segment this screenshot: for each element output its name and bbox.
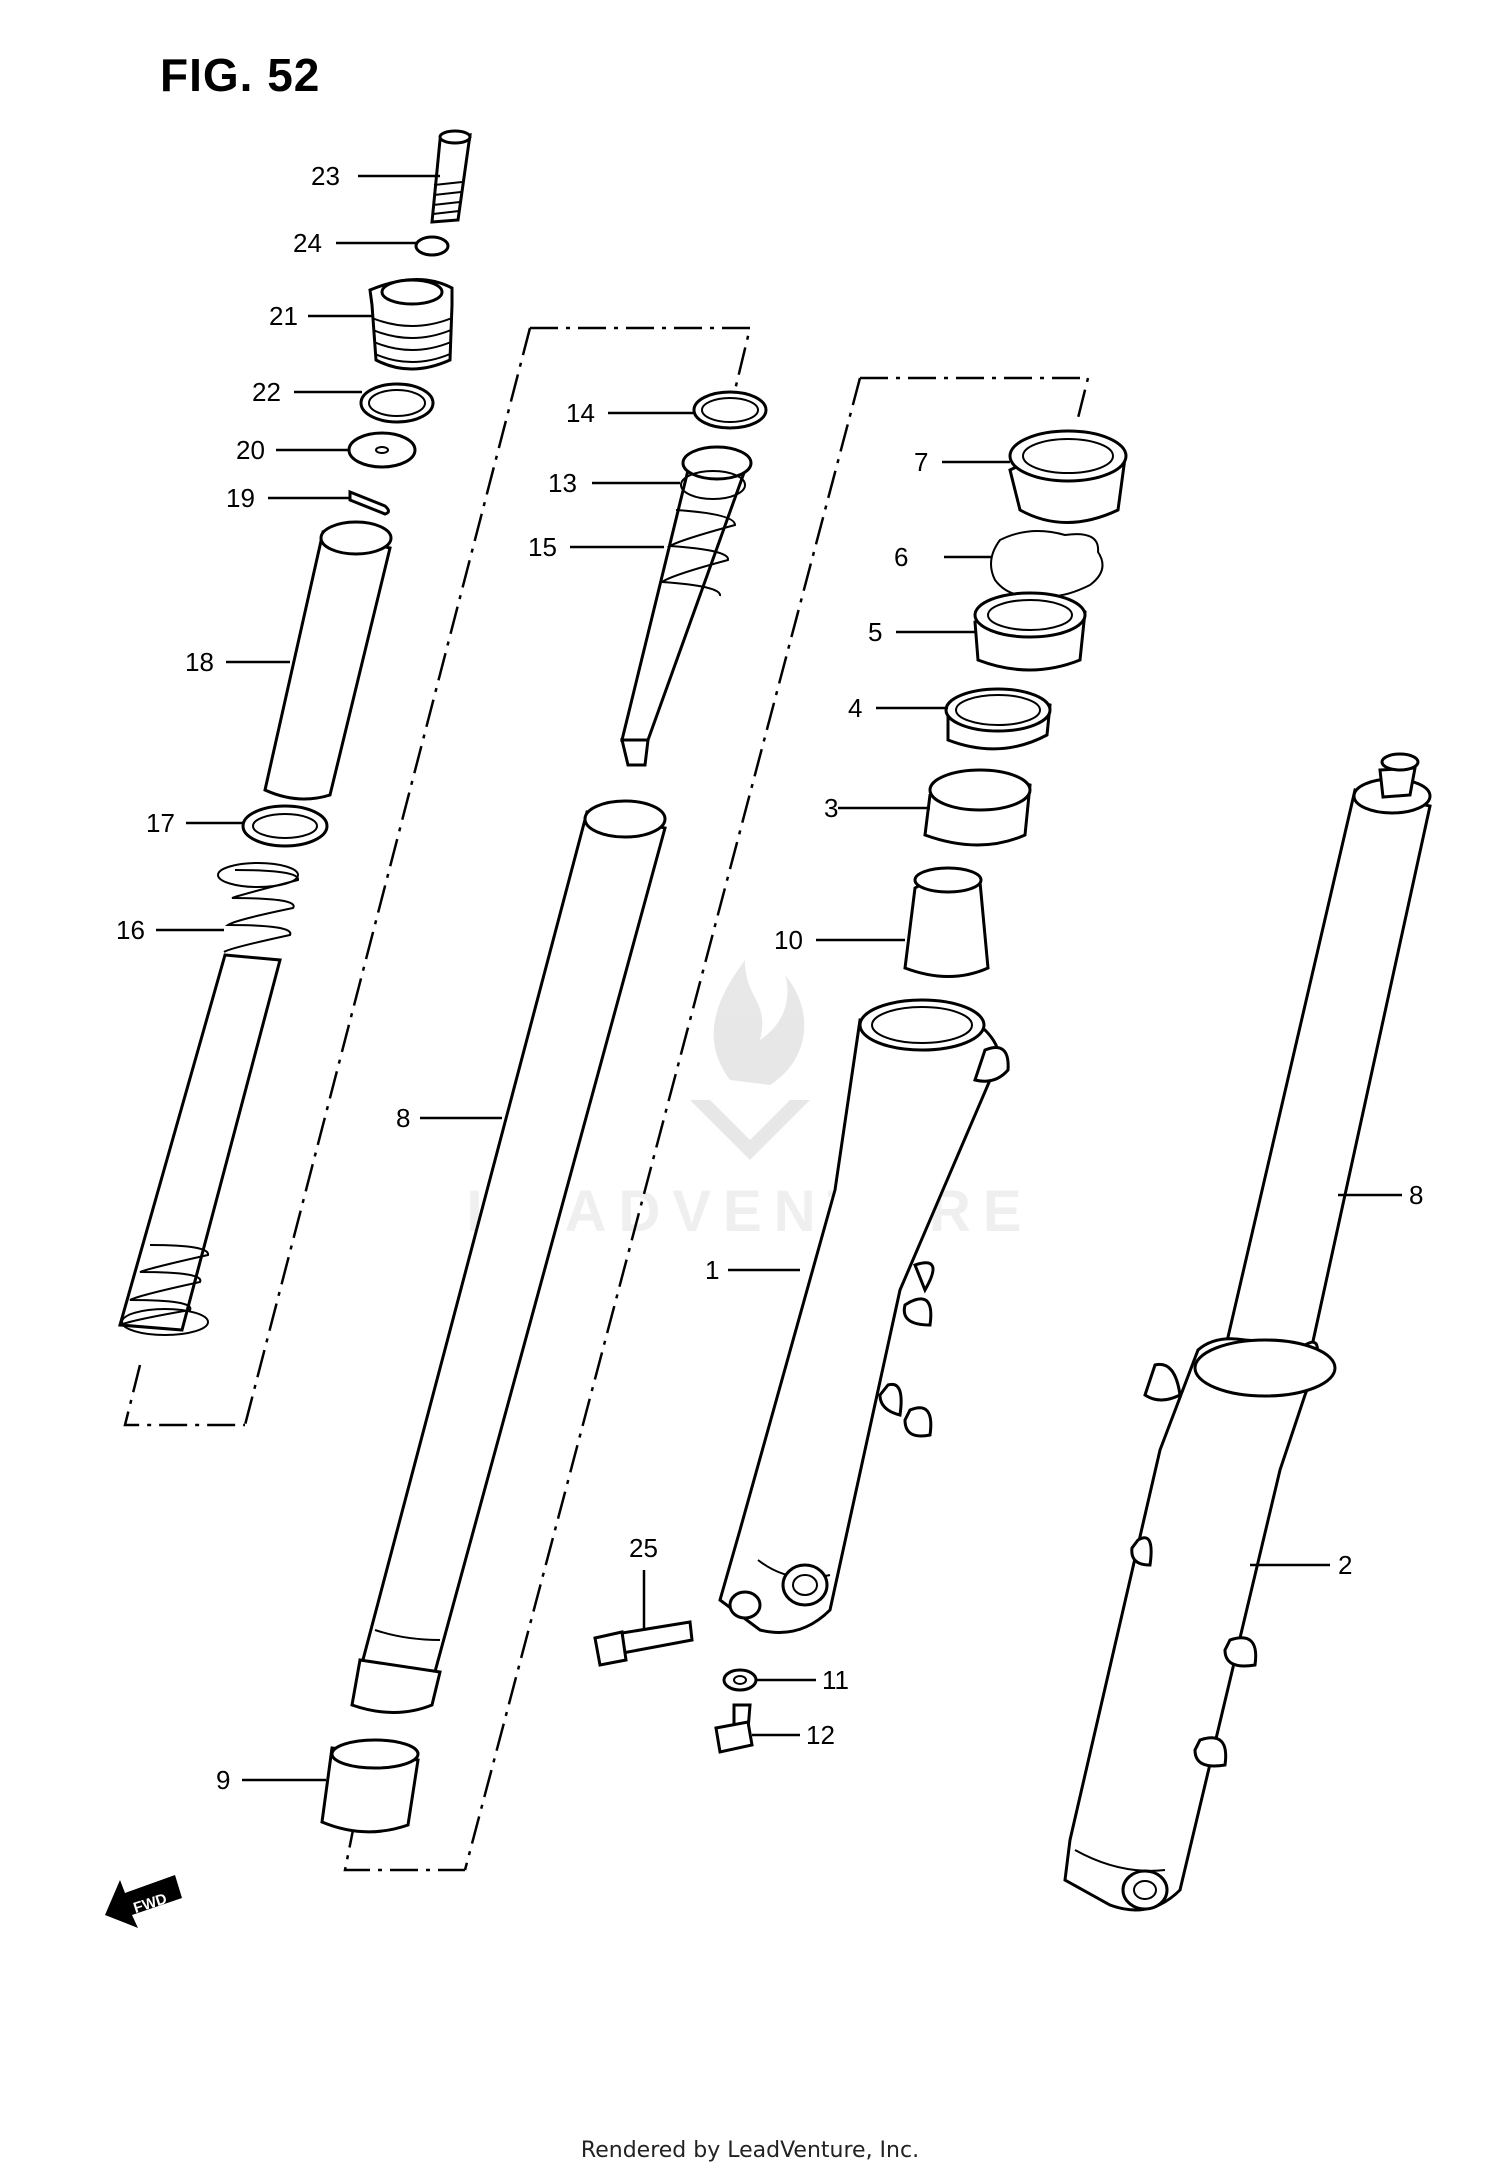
callout-labels: 23 24 21 22 20 19 18 17 16 14 13 15 8 9 …	[116, 161, 1423, 1795]
part-7-dust-seal	[1008, 429, 1128, 524]
callout-18: 18	[185, 647, 214, 677]
part-18-spacer-tube	[263, 520, 393, 801]
part-9-slide-bushing	[320, 1738, 420, 1834]
figure-title: FIG. 52	[160, 49, 321, 101]
part-20-washer	[347, 431, 417, 469]
footer-credit: Rendered by LeadVenture, Inc.	[580, 2138, 920, 2163]
callout-7: 7	[914, 447, 928, 477]
part-8-inner-tube-left	[350, 799, 667, 1714]
part-23-adjuster-bolt	[430, 129, 472, 224]
part-10-oil-lock-piece	[903, 866, 990, 978]
callout-19: 19	[226, 483, 255, 513]
part-16-fork-spring	[118, 862, 299, 1336]
callout-15: 15	[528, 532, 557, 562]
callout-13: 13	[548, 468, 577, 498]
callout-2: 2	[1338, 1550, 1352, 1580]
assembly-outline-left	[123, 326, 752, 1427]
part-6-stopper-ring	[990, 530, 1104, 598]
callout-25: 25	[629, 1533, 658, 1563]
part-12-drain-bolt	[714, 1703, 754, 1754]
part-24-o-ring	[414, 235, 450, 257]
callout-11: 11	[822, 1665, 849, 1695]
callout-9: 9	[216, 1765, 230, 1795]
callout-23: 23	[311, 161, 340, 191]
part-19-pin	[348, 489, 390, 516]
callout-1: 1	[705, 1255, 719, 1285]
leader-lines	[156, 174, 1402, 1782]
watermark-logo-icon	[690, 960, 810, 1160]
part-2-outer-tube	[1063, 1337, 1337, 1912]
callout-8-left: 8	[396, 1103, 410, 1133]
part-11-gasket	[722, 1668, 758, 1692]
callout-4: 4	[848, 693, 862, 723]
callout-5: 5	[868, 617, 882, 647]
part-5-oil-seal	[973, 591, 1087, 672]
callout-14: 14	[566, 398, 595, 428]
part-8-inner-tube-right	[1223, 752, 1432, 1364]
callout-8-right: 8	[1409, 1180, 1423, 1210]
callout-21: 21	[269, 301, 298, 331]
part-21-cap-bolt	[368, 278, 454, 371]
part-1-outer-tube	[718, 998, 1010, 1634]
callout-12: 12	[806, 1720, 835, 1750]
callout-20: 20	[236, 435, 265, 465]
part-13-damper-rod	[620, 445, 753, 767]
callout-24: 24	[293, 228, 322, 258]
part-14-piston-ring	[692, 390, 768, 430]
fwd-arrow-icon: FWD	[105, 1875, 182, 1928]
part-15-rebound-spring	[659, 509, 737, 597]
part-4-seal-spacer	[944, 687, 1052, 751]
part-3-guide-bushing	[923, 768, 1032, 847]
callout-16: 16	[116, 915, 145, 945]
callout-10: 10	[774, 925, 803, 955]
assembly-outline-middle	[343, 376, 1090, 1872]
callout-6: 6	[894, 542, 908, 572]
part-17-washer	[241, 804, 329, 848]
part-22-o-ring	[359, 382, 435, 424]
callout-22: 22	[252, 377, 281, 407]
callout-17: 17	[146, 808, 175, 838]
callout-3: 3	[824, 793, 838, 823]
part-25-bolt	[593, 1620, 694, 1667]
